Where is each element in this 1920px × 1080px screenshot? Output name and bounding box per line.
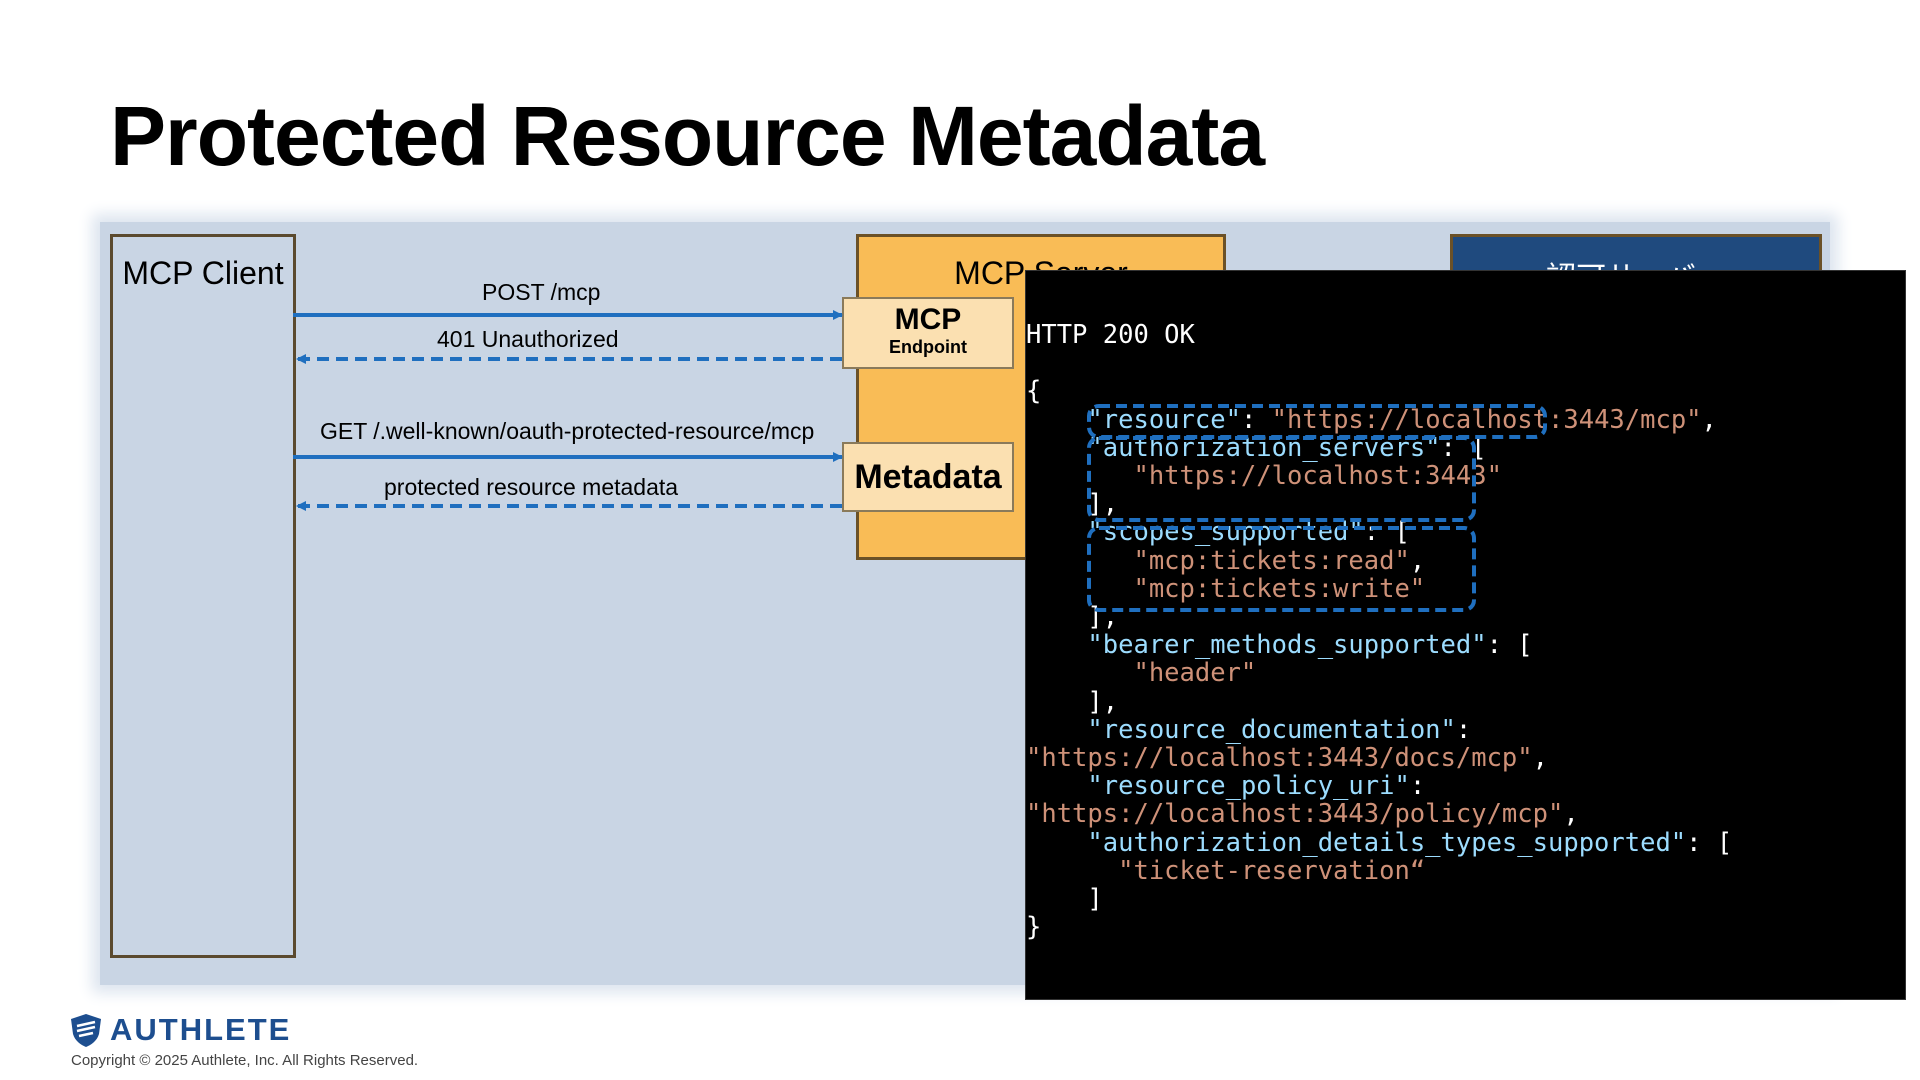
json-response-code: HTTP 200 OK { "resource": "https://local… (1026, 320, 1733, 943)
metadata-box-label: Metadata (854, 458, 1002, 496)
json-response-panel: HTTP 200 OK { "resource": "https://local… (1025, 270, 1906, 1000)
mcp-endpoint-subtitle: Endpoint (889, 337, 967, 357)
highlight-resource (1087, 404, 1547, 439)
json-value-scope-read: "mcp:tickets:read" (1133, 545, 1410, 576)
mcp-client-box: MCP Client (110, 234, 296, 958)
json-value-authorization-details-type: "ticket-reservation“ (1118, 855, 1426, 886)
authlete-shield-icon (71, 1014, 101, 1047)
highlight-scopes-supported (1087, 526, 1476, 612)
json-value-bearer-method: "header" (1133, 658, 1257, 689)
json-key-bearer-methods: "bearer_methods_supported" (1087, 630, 1487, 661)
arrow-label-401: 401 Unauthorized (437, 326, 619, 352)
mcp-endpoint-box: MCP Endpoint (842, 297, 1014, 369)
arrow-label-metadata-response: protected resource metadata (384, 474, 679, 500)
metadata-box: Metadata (842, 442, 1014, 512)
copyright-notice: Copyright © 2025 Authlete, Inc. All Righ… (71, 1052, 419, 1069)
http-status-line: HTTP 200 OK (1026, 320, 1195, 350)
json-value-resource-policy-uri: "https://localhost:3443/policy/mcp" (1026, 799, 1564, 830)
mcp-client-label: MCP Client (122, 255, 284, 291)
json-highlights (1087, 404, 1547, 612)
authlete-logo: AUTHLETE (68, 1010, 291, 1050)
mcp-endpoint-title: MCP (894, 303, 962, 336)
json-key-authorization-details-types: "authorization_details_types_supported" (1087, 827, 1687, 858)
highlight-authorization-servers (1087, 436, 1476, 522)
json-key-resource-policy-uri: "resource_policy_uri" (1087, 771, 1410, 802)
json-value-resource-documentation: "https://localhost:3443/docs/mcp" (1026, 743, 1533, 774)
arrow-label-get-metadata: GET /.well-known/oauth-protected-resourc… (320, 418, 815, 444)
slide-title: Protected Resource Metadata (110, 89, 1265, 183)
json-key-resource-documentation: "resource_documentation" (1087, 714, 1456, 745)
json-value-authorization-server: "https://localhost:3443" (1133, 461, 1502, 492)
json-value-scope-write: "mcp:tickets:write" (1133, 573, 1426, 604)
arrow-label-post-mcp: POST /mcp (482, 279, 601, 305)
json-key-scopes-supported: "scopes_supported" (1087, 517, 1364, 548)
authlete-logo-text: AUTHLETE (110, 1012, 292, 1047)
json-key-resource: "resource" (1087, 404, 1241, 435)
json-value-resource: "https://localhost:3443/mcp" (1271, 404, 1702, 435)
